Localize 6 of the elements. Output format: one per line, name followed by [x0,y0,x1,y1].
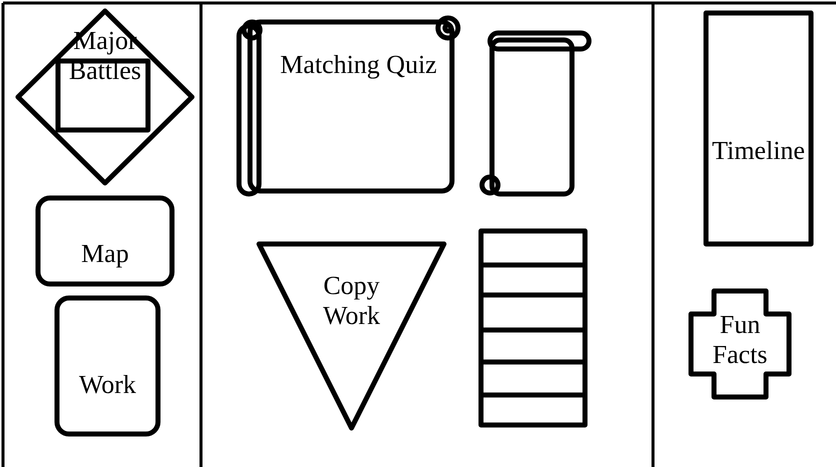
shape-label: Map [80,239,130,269]
shape-label: Fun Facts [712,310,768,370]
shape-label: Work [78,370,138,400]
shape-label: Matching Quiz [279,50,438,80]
shape-label: Timeline [711,136,806,166]
shape-label: Copy Work [322,271,382,331]
